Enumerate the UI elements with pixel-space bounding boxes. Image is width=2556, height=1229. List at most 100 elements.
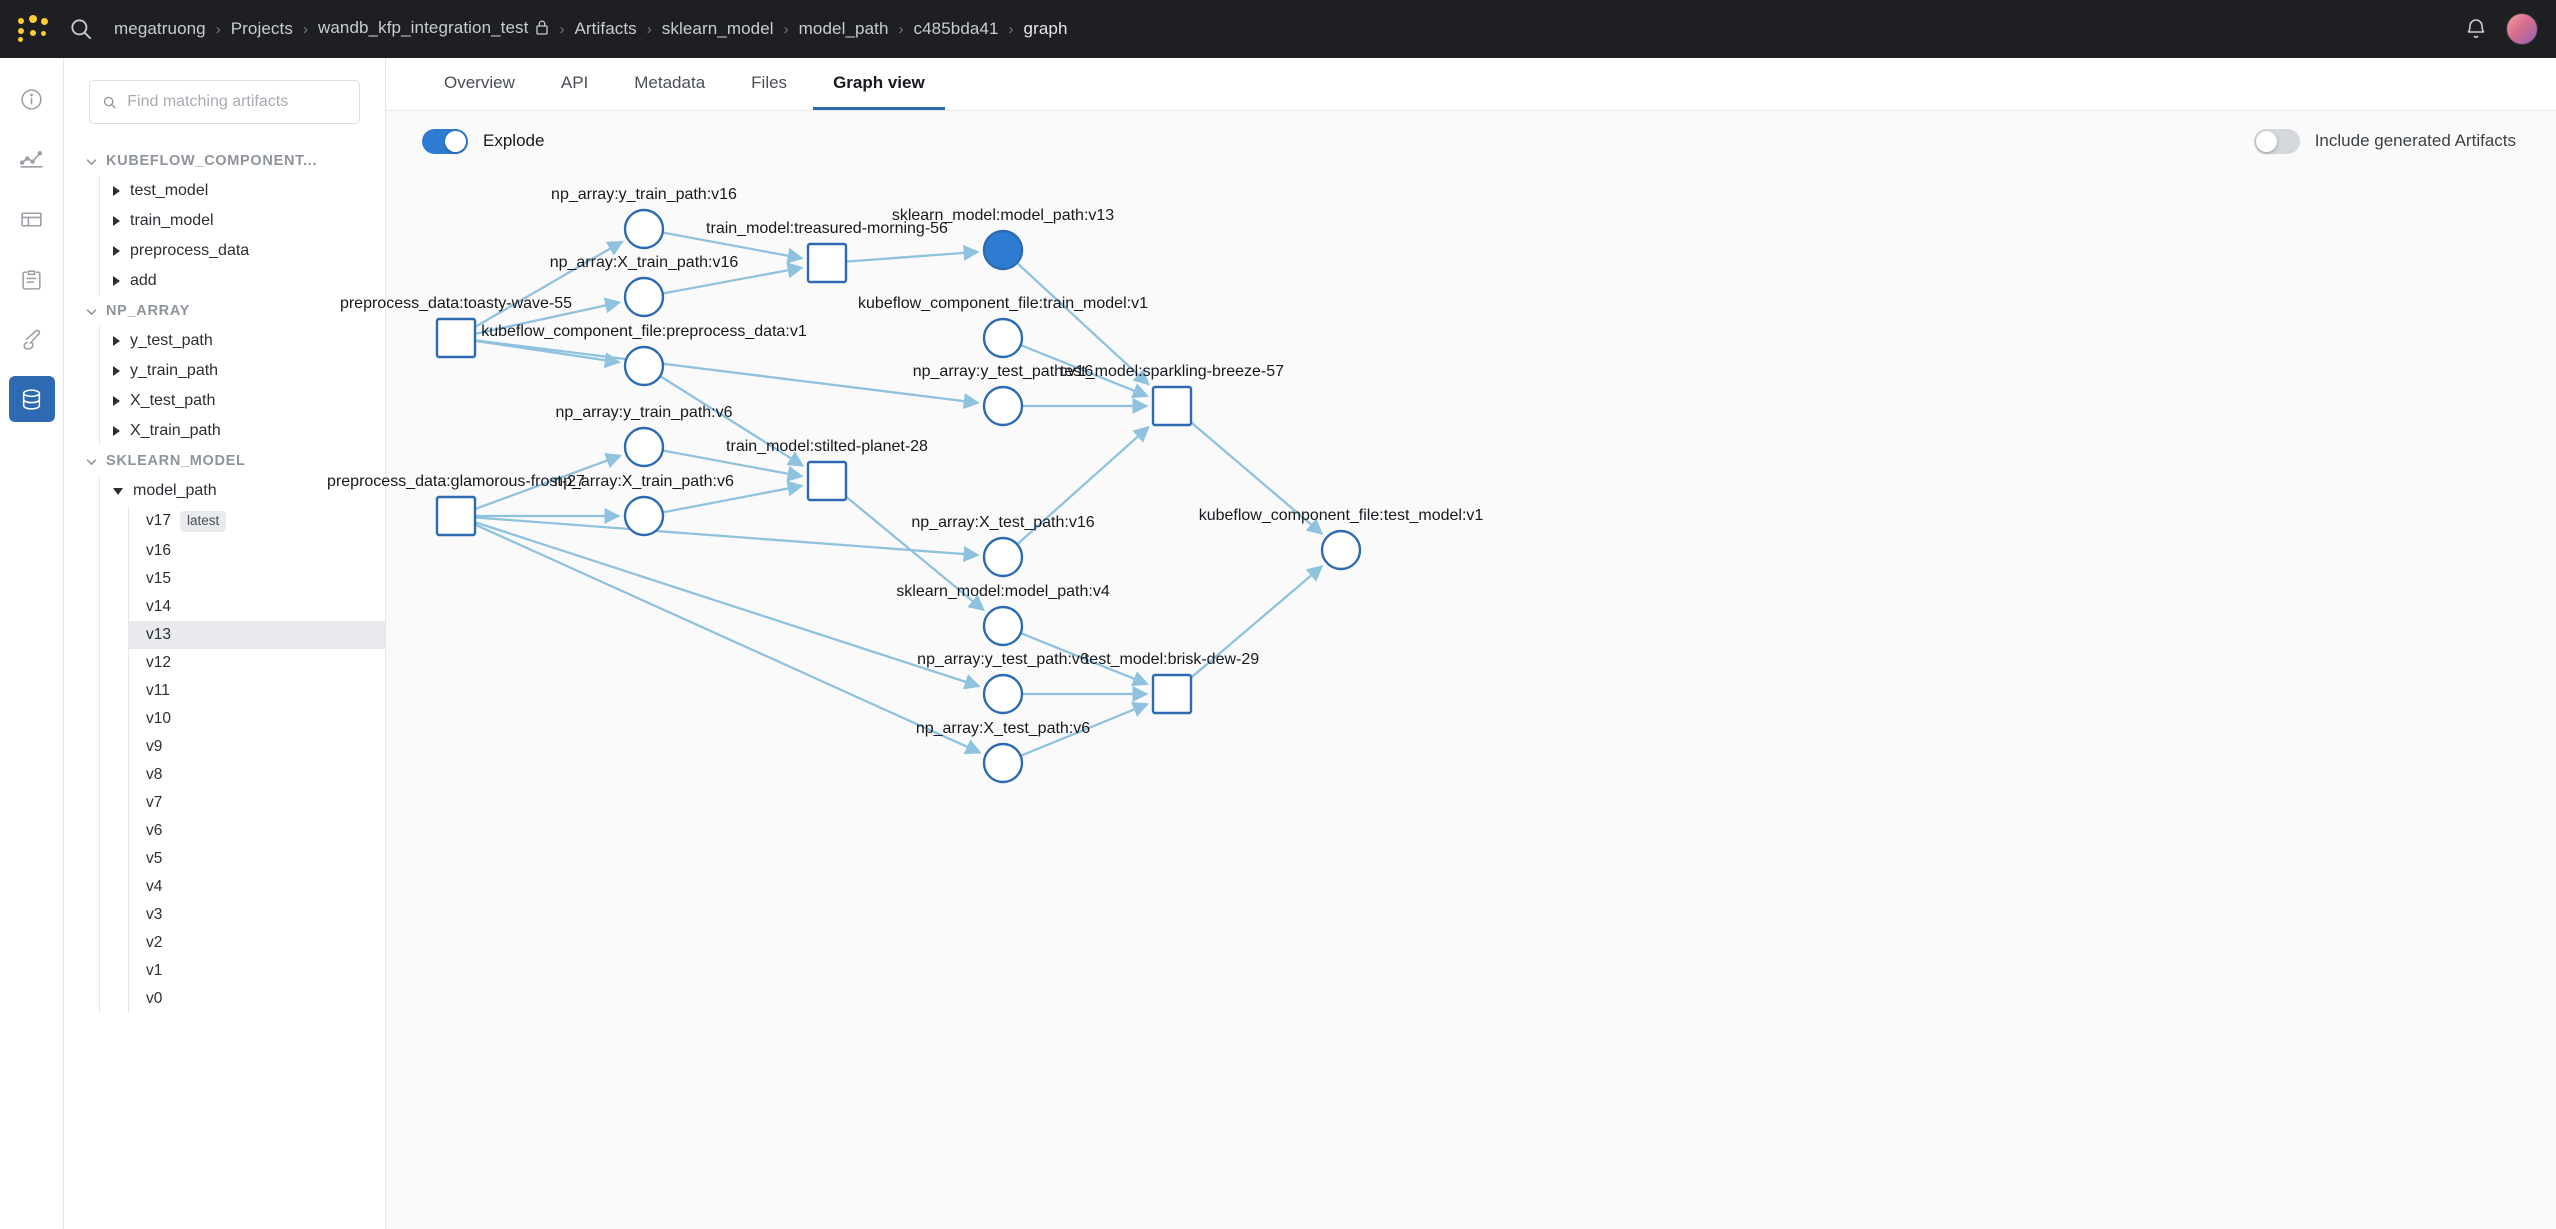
- search-artifacts-box[interactable]: [89, 80, 360, 124]
- version-item-v4[interactable]: v4: [129, 873, 385, 901]
- graph-node-artifact[interactable]: [1320, 529, 1362, 571]
- version-item-v11[interactable]: v11: [129, 677, 385, 705]
- tree-item-model_path[interactable]: model_path: [100, 476, 385, 506]
- graph-node-artifact[interactable]: [623, 345, 665, 387]
- version-item-v10[interactable]: v10: [129, 705, 385, 733]
- rail-clipboard-icon[interactable]: [9, 256, 55, 302]
- graph-edge: [1016, 262, 1150, 386]
- version-label: v15: [146, 569, 171, 587]
- rail-artifact-brush-icon[interactable]: [9, 316, 55, 362]
- version-item-v9[interactable]: v9: [129, 733, 385, 761]
- tree-group-np-array[interactable]: NP_ARRAY: [64, 296, 385, 326]
- avatar[interactable]: [2506, 13, 2538, 45]
- rail-info-icon[interactable]: [9, 76, 55, 122]
- explode-label: Explode: [483, 131, 545, 150]
- graph-node-run[interactable]: [806, 242, 848, 284]
- bell-icon[interactable]: [2464, 17, 2488, 41]
- breadcrumb-separator: ›: [646, 20, 652, 38]
- breadcrumb-item-graph[interactable]: graph: [1023, 19, 1068, 38]
- breadcrumb-separator: ›: [1008, 20, 1014, 38]
- breadcrumb-item-sklearn-model[interactable]: sklearn_model: [661, 19, 774, 38]
- graph-node-artifact[interactable]: [982, 385, 1024, 427]
- search-input[interactable]: [127, 93, 347, 111]
- tree-group-kubeflow-component-[interactable]: KUBEFLOW_COMPONENT...: [64, 146, 385, 176]
- graph-node-run[interactable]: [806, 460, 848, 502]
- triangle-down-icon: [113, 487, 123, 495]
- graph-node-label: np_array:y_test_path:v6: [917, 651, 1089, 668]
- graph-node-artifact[interactable]: [982, 317, 1024, 359]
- breadcrumb-item-megatruong[interactable]: megatruong: [114, 19, 206, 38]
- graph-edge: [474, 521, 981, 690]
- breadcrumb-item-model-path[interactable]: model_path: [798, 19, 889, 38]
- graph-node-run[interactable]: [435, 495, 477, 537]
- triangle-right-icon: [113, 396, 120, 406]
- graph-node-artifact[interactable]: [623, 276, 665, 318]
- version-item-v15[interactable]: v15: [129, 565, 385, 593]
- include-generated-artifacts-toggle[interactable]: [2253, 128, 2300, 154]
- graph-edge: [1016, 425, 1150, 546]
- tree-group-sklearn-model[interactable]: SKLEARN_MODEL: [64, 446, 385, 476]
- graph-node-run[interactable]: [435, 317, 477, 359]
- version-item-v6[interactable]: v6: [129, 817, 385, 845]
- version-item-v0[interactable]: v0: [129, 985, 385, 1013]
- version-item-v1[interactable]: v1: [129, 957, 385, 985]
- graph-node-artifact[interactable]: [982, 673, 1024, 715]
- graph-node-artifact[interactable]: [982, 605, 1024, 647]
- graph-node-artifact[interactable]: [982, 742, 1024, 784]
- version-item-v5[interactable]: v5: [129, 845, 385, 873]
- rail-database-icon[interactable]: [8, 376, 55, 422]
- tab-metadata[interactable]: Metadata: [634, 73, 706, 92]
- graph-node-label: kubeflow_component_file:preprocess_data:…: [481, 323, 807, 340]
- tree-item-label: model_path: [133, 482, 217, 499]
- version-item-v2[interactable]: v2: [129, 929, 385, 957]
- tree-item-X_train_path[interactable]: X_train_path: [100, 416, 385, 446]
- tree-item-test_model[interactable]: test_model: [100, 176, 385, 206]
- tree-item-preprocess_data[interactable]: preprocess_data: [100, 236, 385, 266]
- graph-controls: Explode Include generated Artifacts: [386, 111, 2556, 171]
- version-item-v3[interactable]: v3: [129, 901, 385, 929]
- tree-item-add[interactable]: add: [100, 266, 385, 296]
- version-item-v16[interactable]: v16: [129, 537, 385, 565]
- version-item-v8[interactable]: v8: [129, 761, 385, 789]
- tab-api[interactable]: API: [560, 73, 589, 92]
- graph-node-artifact[interactable]: [623, 208, 665, 250]
- version-item-v14[interactable]: v14: [129, 593, 385, 621]
- search-icon[interactable]: [68, 16, 94, 42]
- graph-node-artifact[interactable]: [623, 495, 665, 537]
- breadcrumb-item-c485bda41[interactable]: c485bda41: [913, 19, 999, 38]
- breadcrumb-item-projects[interactable]: Projects: [230, 19, 293, 38]
- icon-rail: [0, 58, 64, 1229]
- tab-graph-view[interactable]: Graph view: [813, 73, 945, 110]
- tab-overview[interactable]: Overview: [444, 73, 515, 92]
- tab-files[interactable]: Files: [751, 73, 788, 92]
- tree-item-X_test_path[interactable]: X_test_path: [100, 386, 385, 416]
- graph-node-artifact[interactable]: [623, 426, 665, 468]
- tree-item-train_model[interactable]: train_model: [100, 206, 385, 236]
- latest-badge: latest: [180, 511, 227, 532]
- tree-item-y_test_path[interactable]: y_test_path: [100, 326, 385, 356]
- graph-node-artifact[interactable]: [982, 536, 1024, 578]
- tree-item-y_train_path[interactable]: y_train_path: [100, 356, 385, 386]
- rail-table-icon[interactable]: [9, 196, 55, 242]
- graph-node-artifact[interactable]: [982, 229, 1024, 271]
- breadcrumb-separator: ›: [302, 20, 308, 38]
- breadcrumb-separator: ›: [559, 20, 565, 38]
- version-item-v7[interactable]: v7: [129, 789, 385, 817]
- graph-node-run[interactable]: [1151, 385, 1193, 427]
- lock-icon: [535, 19, 549, 40]
- graph-edge: [1190, 565, 1324, 679]
- wandb-logo[interactable]: [16, 14, 50, 44]
- version-item-v13[interactable]: v13: [129, 620, 385, 649]
- graph-node-label: preprocess_data:toasty-wave-55: [339, 295, 573, 312]
- explode-toggle[interactable]: [422, 128, 468, 154]
- breadcrumb-item-artifacts[interactable]: Artifacts: [574, 19, 637, 38]
- graph-node-run[interactable]: [1151, 673, 1193, 715]
- version-item-v12[interactable]: v12: [129, 649, 385, 677]
- breadcrumb-item-wandb-kfp-integration-test[interactable]: wandb_kfp_integration_test: [318, 18, 550, 40]
- version-label: v8: [146, 765, 163, 783]
- rail-line-chart-icon[interactable]: [9, 136, 55, 182]
- tree-item-label: y_train_path: [130, 362, 219, 379]
